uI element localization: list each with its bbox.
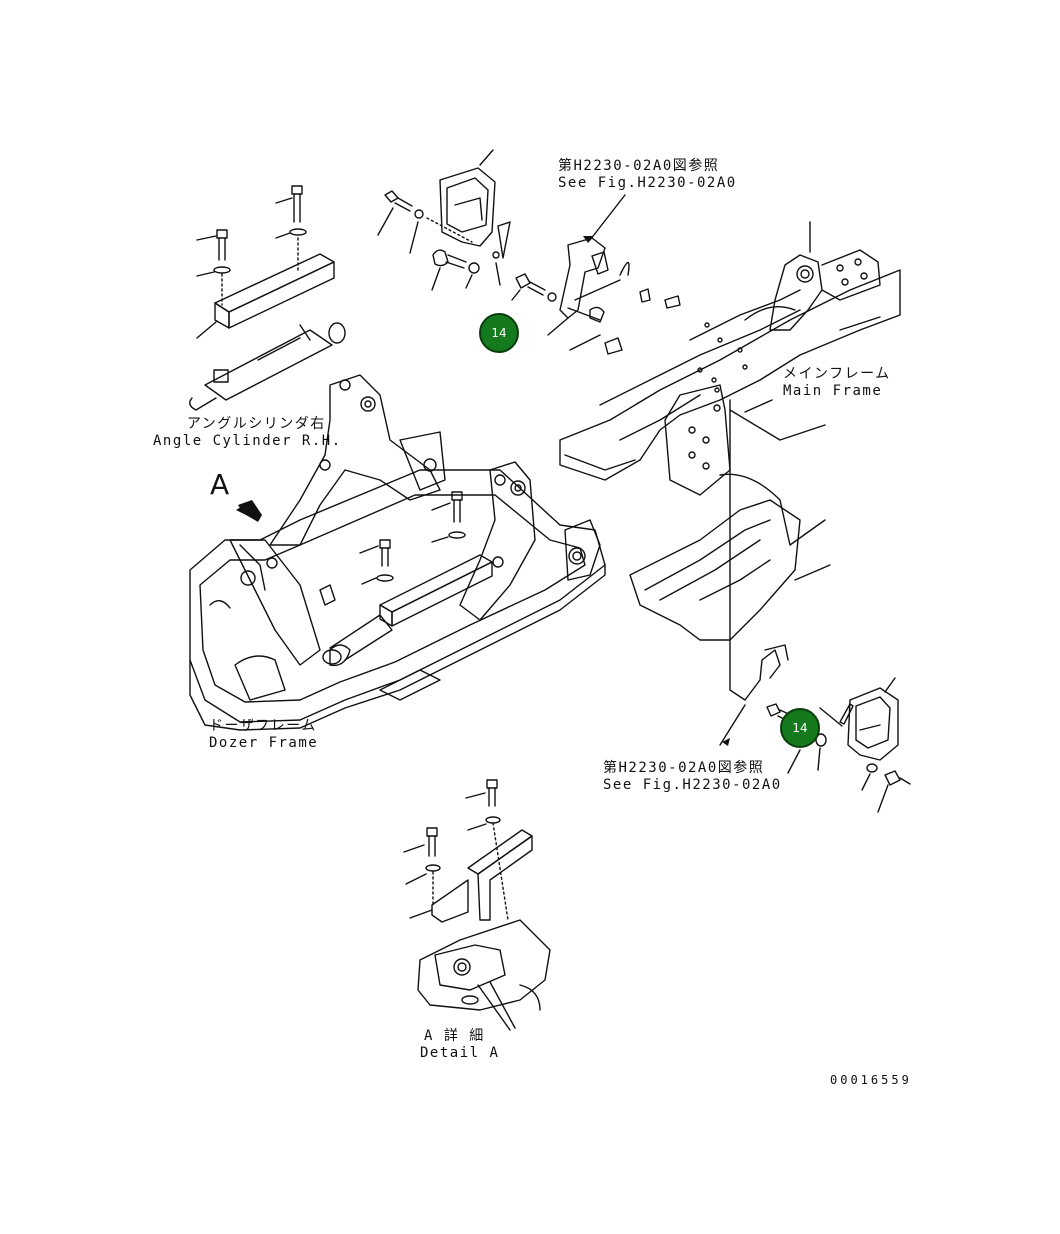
ref-bottom-en: See Fig.H2230-02A0: [603, 777, 782, 793]
ref-label-bottom: 第H2230-02A0図参照 See Fig.H2230-02A0: [603, 760, 782, 794]
dozer-frame-label: ドーザフレーム Dozer Frame: [209, 718, 318, 752]
ref-top-jp: 第H2230-02A0図参照: [558, 158, 720, 174]
lower-right-parts: [719, 677, 911, 813]
angle-cylinder-label: アングルシリンダ右 Angle Cylinder R.H.: [153, 416, 342, 450]
drawing-number: 00016559: [830, 1073, 912, 1087]
main-frame-label: メインフレーム Main Frame: [783, 366, 891, 400]
detail-a-label: A 詳 細 Detail A: [420, 1028, 499, 1062]
detail-a: [403, 779, 551, 1031]
dozer-frame-en: Dozer Frame: [209, 735, 319, 751]
ref-bottom-jp: 第H2230-02A0図参照: [603, 760, 765, 776]
angle-cylinder-bracket-parts: [189, 185, 346, 411]
main-frame: [559, 221, 901, 701]
angle-cylinder-jp: アングルシリンダ右: [186, 416, 326, 432]
angle-cylinder-en: Angle Cylinder R.H.: [153, 433, 342, 449]
angle-linkage: [269, 374, 536, 661]
view-letter-a: A: [210, 468, 230, 501]
detail-a-jp: A 詳 細: [424, 1028, 485, 1044]
callout-14-bottom[interactable]: 14: [780, 708, 820, 748]
dozer-frame: [189, 469, 606, 731]
top-bracket-parts: [377, 149, 681, 355]
main-frame-en: Main Frame: [783, 383, 883, 399]
main-frame-jp: メインフレーム: [783, 366, 891, 382]
view-arrow: [236, 500, 262, 522]
dozer-frame-jp: ドーザフレーム: [209, 718, 317, 734]
detail-a-en: Detail A: [420, 1045, 500, 1061]
ref-label-top: 第H2230-02A0図参照 See Fig.H2230-02A0: [558, 158, 737, 192]
callout-14-top[interactable]: 14: [479, 313, 519, 353]
ref-top-en: See Fig.H2230-02A0: [558, 175, 737, 191]
